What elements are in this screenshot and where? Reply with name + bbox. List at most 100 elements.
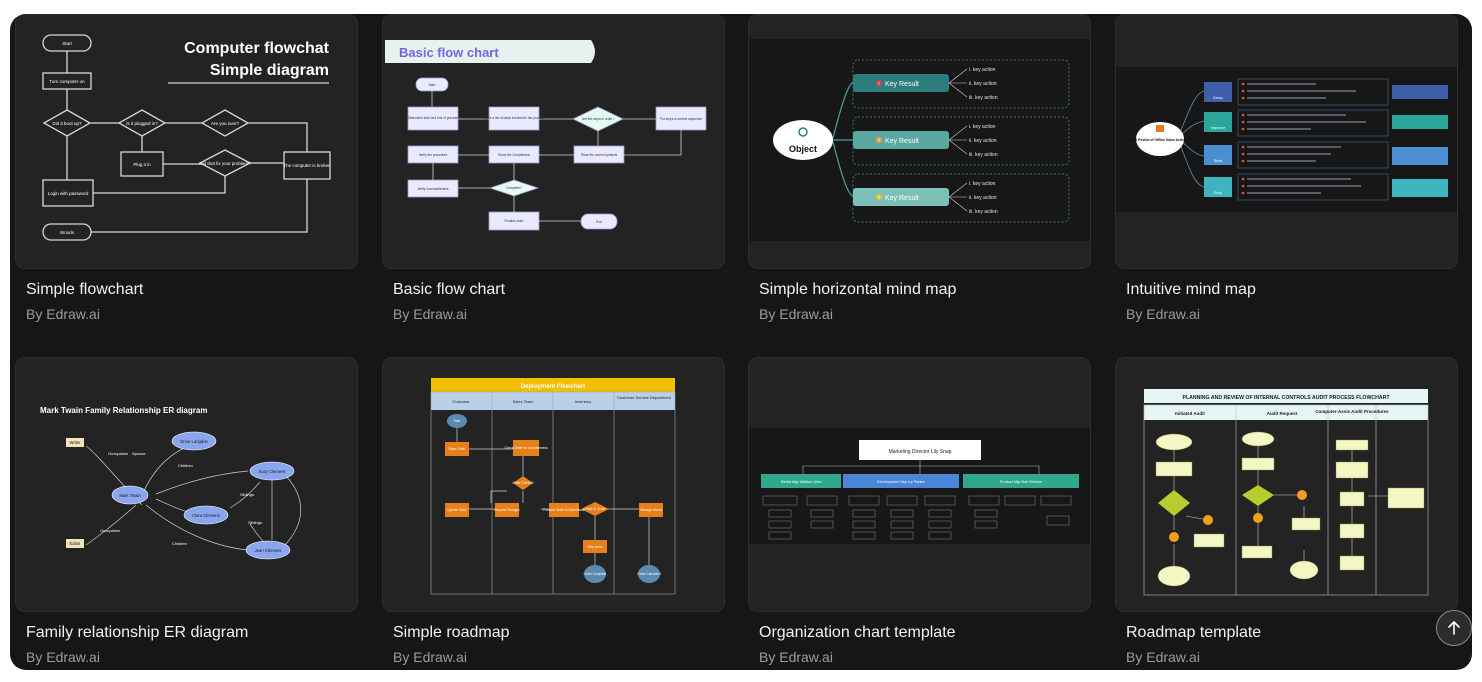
flow-node-label: Request Changes [494,508,520,512]
flow-node-label: Put steps in correct sequence [660,117,702,121]
flow-node-label: Ship Items [587,545,602,549]
org-top-label: Marketing Director Lily Snap [889,449,952,455]
template-card[interactable]: KISS Review of Offline Salon Activities … [1115,14,1458,322]
department-label: Development Mgr Ivy Parker [877,480,926,484]
template-author: By Edraw.ai [1126,306,1200,322]
template-author: By Edraw.ai [393,306,467,322]
flow-node-label: Place Order [448,447,466,451]
template-title[interactable]: Family relationship ER diagram [26,624,249,641]
flow-node-label: Finalize chart [505,219,524,223]
action-label: ii. key action [969,195,997,201]
template-card[interactable]: Computer flowchat Simple diagram [15,14,358,322]
flow-node-label: Start [454,419,461,423]
flow-node-label: Update Order [447,508,467,512]
template-gallery: Computer flowchat Simple diagram [10,14,1472,670]
thumb-heading: Basic flow chart [399,45,499,60]
department-label: Media Mgr William Johe [781,480,822,484]
flow-node-label: The computer is broken [283,163,331,168]
scroll-to-top-button[interactable] [1436,610,1472,646]
template-card[interactable]: Object 1 2 3 Key Result Key Result Key R… [748,14,1091,322]
branch-label: Key Result [885,81,919,88]
flow-node-label: Login with password [48,191,89,196]
template-title[interactable]: Roadmap template [1126,624,1262,641]
relation-label: Siblings [248,520,262,525]
entity-label: Writer [69,440,81,445]
relation-label: Spouse [132,451,146,456]
template-thumbnail[interactable]: Computer flowchat Simple diagram [15,14,358,269]
template-card[interactable]: Deployment Flowchart Customer Sales Team… [382,357,725,665]
column-label: Computer-Assis Audit Procedures [1315,409,1389,414]
flow-node-label: Manage refund [640,508,662,512]
template-title[interactable]: Simple flowchart [26,281,144,298]
column-label: Audit Request [1267,411,1298,416]
mindmap-center-label: Object [789,144,817,154]
flow-node-label: Stock in Stock [585,507,606,511]
template-thumbnail[interactable]: PLANNING AND REVIEW OF INTERNAL CONTROLS… [1115,357,1458,612]
action-label: iii. key action [969,95,998,101]
template-title[interactable]: Basic flow chart [393,281,506,298]
branch-number: 3 [878,195,881,200]
template-author: By Edraw.ai [1126,649,1200,665]
template-title[interactable]: Organization chart template [759,624,956,641]
template-thumbnail[interactable]: Object 1 2 3 Key Result Key Result Key R… [748,14,1091,269]
template-thumbnail[interactable]: Basic flow chart [382,14,725,269]
column-label: Initiated Audit [1175,411,1205,416]
arrow-up-icon [1448,621,1460,635]
template-author: By Edraw.ai [26,306,100,322]
flow-node-label: Did it boot up? [52,121,82,126]
template-thumbnail[interactable]: Mark Twain Family Relationship ER diagra… [15,357,358,612]
lane-label: Inventory [575,399,591,404]
template-title[interactable]: Intuitive mind map [1126,281,1256,298]
action-label: i. key action [969,124,996,130]
entity-label: Jean Clemens [255,548,282,553]
template-thumbnail[interactable]: Deployment Flowchart Customer Sales Team… [382,357,725,612]
action-label: iii. key action [969,209,998,215]
flow-node-label: Make a list of steps involved in the pro… [484,116,545,120]
template-author: By Edraw.ai [759,649,833,665]
flow-node-label: Verify the procedure [419,153,448,157]
branch-label: Key Result [885,195,919,202]
relation-label: Children [178,463,193,468]
relation-label: Occupation [108,451,128,456]
flow-node-label: Start [62,41,72,46]
thumb-heading: Simple diagram [210,62,329,79]
template-author: By Edraw.ai [759,306,833,322]
branch-label: Start [1214,158,1223,163]
flow-node-label: Complete? [506,186,522,190]
relation-label: Siblings [240,492,254,497]
flow-node-label: Are you sure? [211,121,240,126]
action-label: ii. key action [969,138,997,144]
action-label: i. key action [969,181,996,187]
entity-label: Mark Twain [119,493,141,498]
lane-label: Customer [452,399,470,404]
flow-node-label: Plug it in [133,162,151,167]
template-thumbnail[interactable]: KISS Review of Offline Salon Activities … [1115,14,1458,269]
template-author: By Edraw.ai [26,649,100,665]
department-label: Product Mgr Bob Weston [1000,480,1042,484]
thumb-heading: Deployment Flowchart [521,384,585,390]
action-label: ii. key action [969,81,997,87]
flow-node-label: Forward Order to Warehouse [543,508,585,512]
template-card[interactable]: PLANNING AND REVIEW OF INTERNAL CONTROLS… [1115,357,1458,665]
template-title[interactable]: Simple horizontal mind map [759,281,957,298]
mindmap-center-label: KISS Review of Offline Salon Activities [1130,138,1191,142]
template-thumbnail[interactable]: Marketing Director Lily Snap Media Mgr W… [748,357,1091,612]
flow-node-label: Start [429,83,436,87]
flow-node-label: Turn computer on [49,79,85,84]
template-card[interactable]: Marketing Director Lily Snap Media Mgr W… [748,357,1091,665]
branch-number: 2 [878,138,881,143]
entity-label: Orion Langdon [180,439,208,444]
lane-label: Sales Team [513,399,534,404]
branch-label: Keep [1213,95,1223,100]
lane-label: Customer Service Department [617,395,672,400]
branch-label: Stop [1214,190,1223,195]
flow-node-label: Order Correct? [512,481,533,485]
thumb-heading: PLANNING AND REVIEW OF INTERNAL CONTROLS… [1182,395,1390,401]
template-card[interactable]: Mark Twain Family Relationship ER diagra… [15,357,358,665]
template-title[interactable]: Simple roadmap [393,624,510,641]
thumb-heading: Mark Twain Family Relationship ER diagra… [40,406,207,415]
template-card[interactable]: Basic flow chart [382,14,725,322]
branch-label: Improve [1211,125,1226,130]
flow-node-label: Check Order for completeness [504,446,548,450]
flow-node-label: Show the correct symbols [581,153,618,157]
